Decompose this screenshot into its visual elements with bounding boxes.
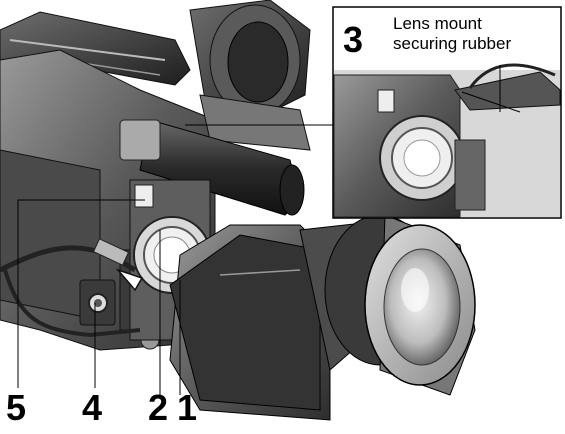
callout-5: 5 (6, 387, 27, 428)
callout-2: 2 (148, 387, 169, 428)
callout-4: 4 (82, 387, 103, 428)
callout-lines (17, 65, 501, 395)
microphone (119, 119, 305, 216)
lens (169, 214, 476, 421)
callout-1: 1 (177, 387, 198, 428)
inset-label-line2: securing rubber (393, 34, 512, 53)
viewfinder (189, 0, 311, 151)
inset-box (332, 6, 562, 219)
cable (0, 238, 144, 338)
callout-3: 3 (343, 19, 364, 60)
inset-label-line1: Lens mount (393, 14, 482, 33)
connector-port (79, 279, 116, 326)
